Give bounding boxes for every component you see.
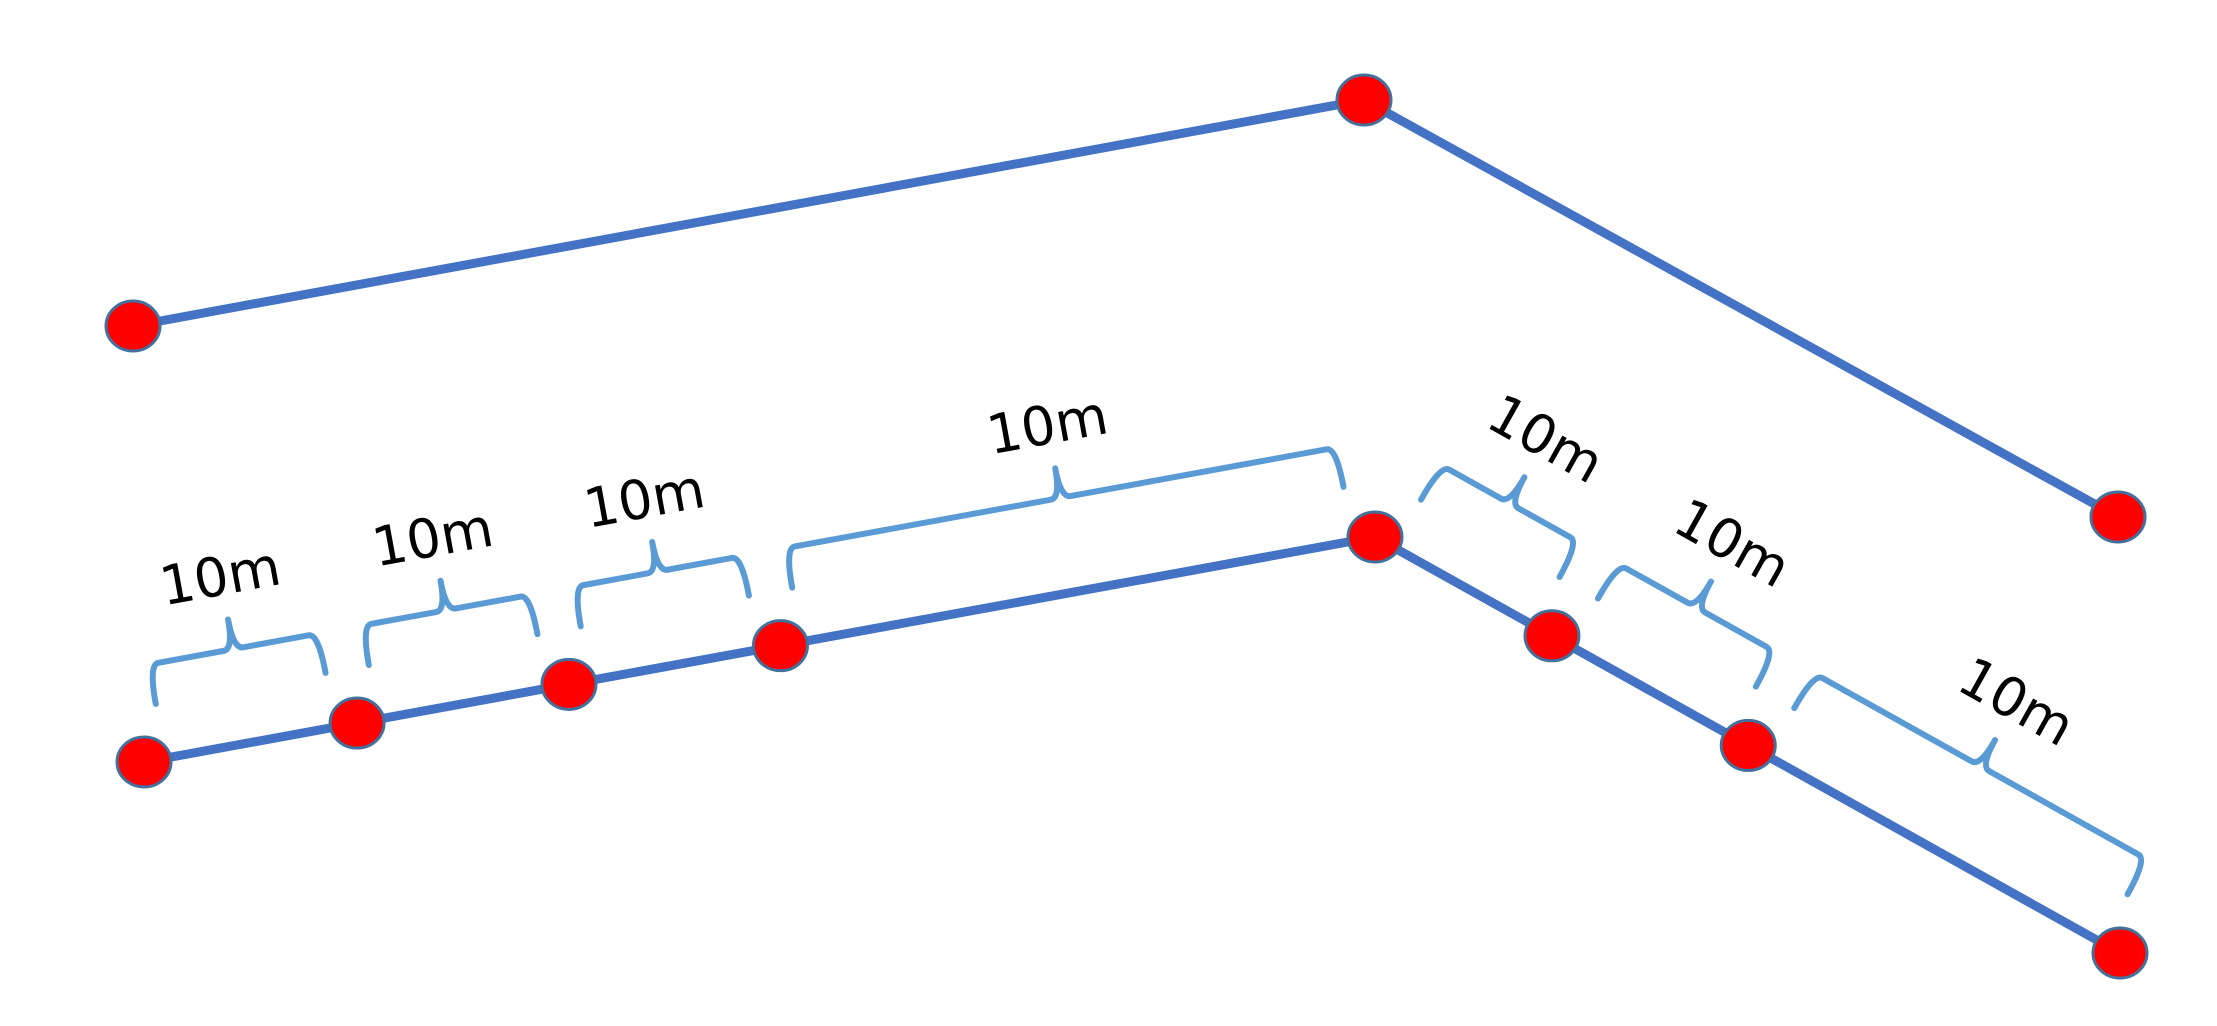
- segment-label-7: 10m: [1948, 645, 2085, 759]
- segment-label-3: 10m: [579, 457, 710, 541]
- densified-vertex-8: [2091, 926, 2149, 980]
- densified-vertex-2: [328, 696, 386, 750]
- densified-vertex-5: [1346, 510, 1404, 564]
- segment-label-5: 10m: [1477, 382, 1614, 496]
- densified-vertex-1: [115, 735, 173, 789]
- segment-brace-5: [1418, 466, 1576, 581]
- original-polyline: [128, 95, 2123, 522]
- segment-brace-3: [574, 539, 752, 630]
- densified-vertex-6: [1523, 609, 1581, 663]
- densified-polyline: [139, 532, 2125, 958]
- segment-brace-2: [362, 577, 541, 668]
- segment-brace-1: [149, 616, 329, 707]
- braces-layer: [149, 446, 2144, 898]
- segment-label-1: 10m: [155, 535, 286, 619]
- original-vertex-3: [2089, 490, 2147, 544]
- original-vertex-1: [104, 299, 162, 353]
- vertices-layer: [104, 73, 2149, 980]
- densified-vertex-4: [751, 619, 809, 673]
- densified-vertex-3: [540, 657, 598, 711]
- segment-brace-4: [786, 446, 1347, 591]
- original-vertex-2: [1335, 73, 1393, 127]
- segment-brace-6: [1594, 564, 1773, 690]
- segment-label-2: 10m: [367, 496, 498, 580]
- segment-label-6: 10m: [1664, 486, 1801, 600]
- segment-brace-7: [1791, 674, 2144, 898]
- densified-vertex-7: [1719, 718, 1777, 772]
- segment-label-4: 10m: [982, 383, 1113, 467]
